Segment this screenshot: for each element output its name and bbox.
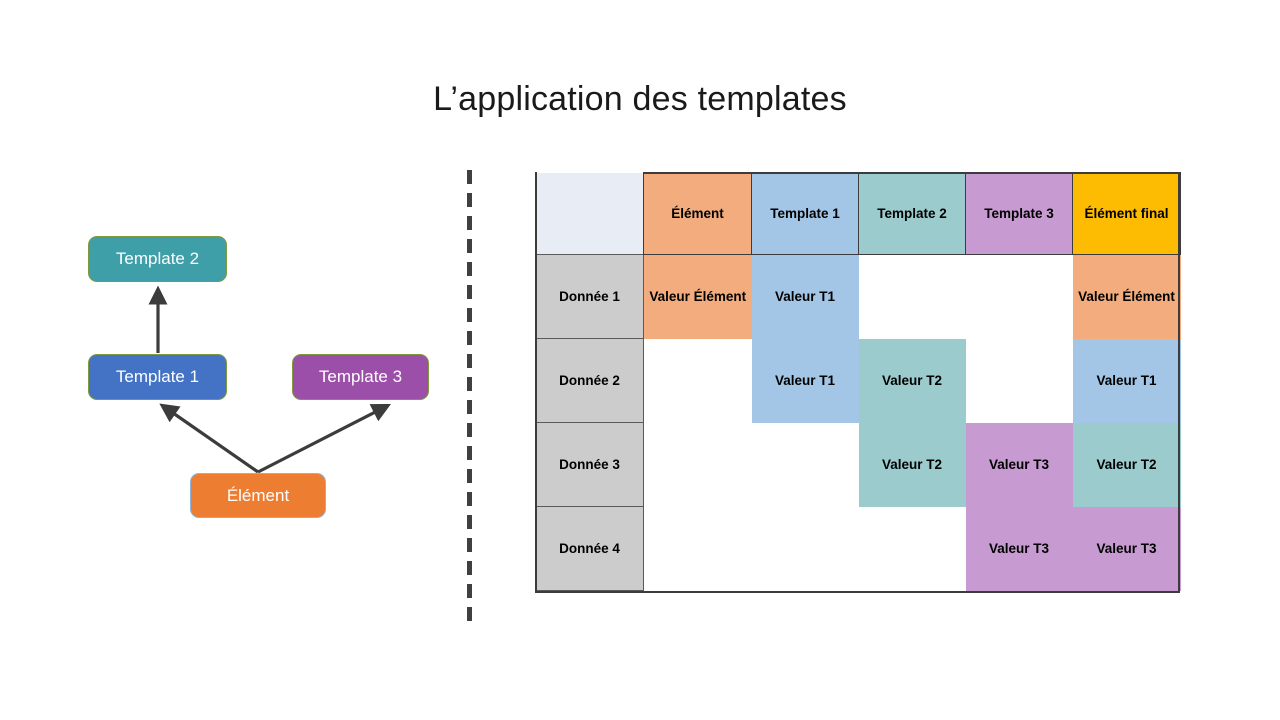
matrix-cell <box>643 422 752 507</box>
matrix-row-label: Donnée 2 <box>535 338 644 423</box>
matrix-row-label: Donnée 3 <box>535 422 644 507</box>
matrix-cell <box>858 506 966 591</box>
diagram-node-template-2[interactable]: Template 2 <box>88 236 227 282</box>
diagram-node-template-3[interactable]: Template 3 <box>292 354 429 400</box>
table-row: Donnée 3 Valeur T2 Valeur T3 Valeur T2 <box>535 422 1181 507</box>
template-inheritance-diagram: Template 2 Template 1 Template 3 Élément <box>0 0 470 720</box>
arrow-element-to-template3 <box>257 403 391 474</box>
matrix-cell: Valeur T2 <box>858 338 966 423</box>
vertical-dashed-divider <box>467 170 472 630</box>
diagram-node-label: Template 2 <box>115 249 200 268</box>
matrix-cell <box>751 422 859 507</box>
diagram-node-template-1[interactable]: Template 1 <box>88 354 227 400</box>
matrix-cell: Valeur T1 <box>751 338 859 423</box>
matrix-cell: Valeur T3 <box>1072 506 1181 591</box>
matrix-cell: Valeur T2 <box>1072 422 1181 507</box>
matrix-cell <box>965 338 1073 423</box>
matrix-cell <box>751 506 859 591</box>
arrow-element-to-template1 <box>159 403 259 474</box>
matrix-cell <box>858 254 966 339</box>
matrix-cell: Valeur T3 <box>965 422 1073 507</box>
matrix-header-template-1: Template 1 <box>751 172 859 255</box>
matrix-header-element: Élément <box>643 172 752 255</box>
diagram-node-label: Élément <box>226 485 290 505</box>
matrix-header-row: Élément Template 1 Template 2 Template 3… <box>535 172 1181 255</box>
matrix-cell: Valeur Élément <box>643 254 752 339</box>
matrix-cell: Valeur Élément <box>1072 254 1181 339</box>
diagram-node-label: Template 1 <box>115 367 200 386</box>
matrix-row-label: Donnée 1 <box>535 254 644 339</box>
matrix-cell: Valeur T1 <box>1072 338 1181 423</box>
matrix-cell: Valeur T1 <box>751 254 859 339</box>
table-row: Donnée 2 Valeur T1 Valeur T2 Valeur T1 <box>535 338 1181 423</box>
diagram-arrows <box>148 285 391 474</box>
matrix-cell: Valeur T2 <box>858 422 966 507</box>
matrix-cell <box>643 338 752 423</box>
matrix-corner-cell <box>535 172 644 255</box>
table-row: Donnée 1 Valeur Élément Valeur T1 Valeur… <box>535 254 1181 339</box>
matrix-row-label: Donnée 4 <box>535 506 644 591</box>
matrix-header-template-3: Template 3 <box>965 172 1073 255</box>
diagram-node-label: Template 3 <box>318 367 403 386</box>
matrix-cell <box>965 254 1073 339</box>
matrix-cell <box>643 506 752 591</box>
matrix-cell: Valeur T3 <box>965 506 1073 591</box>
page-title: L’application des templates <box>433 80 847 118</box>
table-row: Donnée 4 Valeur T3 Valeur T3 <box>535 506 1181 591</box>
matrix-header-element-final: Élément final <box>1072 172 1181 255</box>
matrix-header-template-2: Template 2 <box>858 172 966 255</box>
template-application-matrix: Élément Template 1 Template 2 Template 3… <box>535 172 1181 591</box>
diagram-node-element[interactable]: Élément <box>190 473 326 518</box>
